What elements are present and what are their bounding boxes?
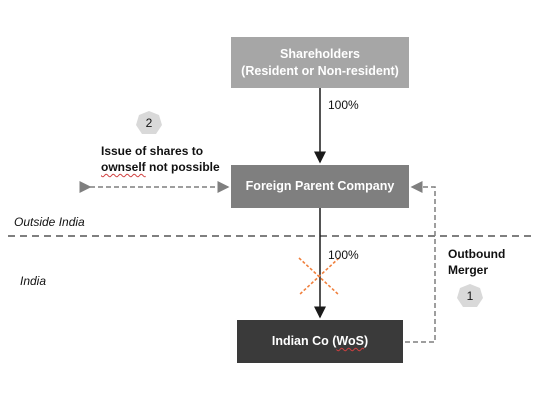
shareholders-box: Shareholders (Resident or Non-resident) (231, 37, 409, 88)
shareholders-subtitle: (Resident or Non-resident) (241, 63, 399, 78)
indian-co-label: Indian Co (WoS) (271, 334, 369, 348)
merger-badge-shape (457, 284, 483, 307)
india-label: India (20, 274, 47, 288)
outbound-merger-line1: Outbound (448, 247, 506, 261)
blocked-cross-icon (298, 257, 340, 296)
outbound-merger-line2: Merger (448, 263, 489, 277)
outbound-merger-dashed-path (405, 181, 436, 343)
shareholders-title: Shareholders (280, 46, 360, 61)
merger-badge-number: 1 (466, 289, 474, 303)
issue-shares-label: Issue of shares to ownself not possible (101, 143, 220, 175)
outbound-merger-label: Outbound Merger (448, 246, 505, 278)
issue-badge-number: 2 (145, 116, 153, 130)
foreign-parent-label: Foreign Parent Company (245, 179, 395, 193)
issue-shares-line2: ownself not possible (101, 160, 220, 174)
outside-india-label: Outside India (14, 215, 85, 229)
indian-co-box: Indian Co (WoS) (237, 320, 403, 363)
issue-shares-line1: Issue of shares to (101, 144, 204, 158)
parent-to-indian-percent: 100% (328, 248, 359, 262)
issue-badge-shape (136, 111, 162, 134)
shareholders-to-parent-percent: 100% (328, 98, 359, 112)
foreign-parent-box: Foreign Parent Company (231, 165, 409, 208)
